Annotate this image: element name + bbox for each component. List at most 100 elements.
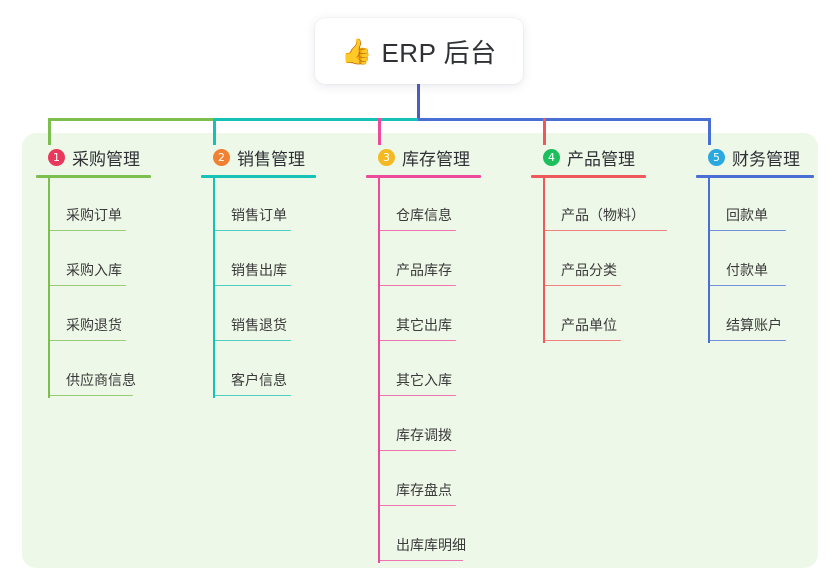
branch-item-label: 销售出库 [231,262,287,278]
connector-bar-segment-2 [213,118,418,121]
branch-item[interactable]: 采购退货 [36,288,186,343]
branch-item-label: 产品单位 [561,317,617,333]
branch-item[interactable]: 其它出库 [366,288,516,343]
branch-label: 财务管理 [732,149,800,169]
branch-item[interactable]: 销售出库 [201,233,351,288]
branch-header-rule [366,175,481,178]
branch-item-rule [213,284,291,286]
branch-item-label: 客户信息 [231,372,287,388]
branch-item-list: 仓库信息产品库存其它出库其它入库库存调拨库存盘点出库库明细 [366,178,516,563]
branch-item-label: 采购退货 [66,317,122,333]
branch-item-label: 出库库明细 [396,537,466,553]
branch-item[interactable]: 结算账户 [696,288,836,343]
thumbs-up-icon: 👍 [341,37,373,66]
branch-item-label: 供应商信息 [66,372,136,388]
branch-item-rule [48,394,133,396]
branch-item[interactable]: 回款单 [696,178,836,233]
branch-item-label: 产品分类 [561,262,617,278]
branch-item-label: 库存盘点 [396,482,452,498]
branch-item[interactable]: 采购入库 [36,233,186,288]
connector-drop-1 [48,118,51,145]
branch-spine [708,178,710,343]
branch-item[interactable]: 出库库明细 [366,508,516,563]
connector-drop-4 [543,118,546,145]
connector-bar-segment-1 [48,118,213,121]
branch-badge-3: 3 [378,148,395,166]
connector-bar-segment-3 [418,118,711,121]
branch-item-rule [213,229,291,231]
root-node[interactable]: 👍 ERP 后台 [315,18,523,84]
branch-column-5: 5 财务管理回款单付款单结算账户 [696,145,836,343]
connector-drop-2 [213,118,216,145]
branch-item[interactable]: 付款单 [696,233,836,288]
branch-item-label: 仓库信息 [396,207,452,223]
branch-item-rule [213,394,291,396]
branch-item-list: 产品（物料） 产品分类产品单位 [531,178,681,343]
branch-label: 销售管理 [237,149,305,169]
branch-spine [48,178,50,398]
branch-badge-1: 1 [48,148,65,166]
branch-header-5[interactable]: 5 财务管理 [696,145,836,169]
branch-item-label: 付款单 [726,262,768,278]
branch-header-rule [201,175,316,178]
branch-item-label: 采购订单 [66,207,122,223]
branch-item-rule [48,339,126,341]
branch-spine [213,178,215,398]
branch-badge-5: 5 [708,148,725,166]
branch-item[interactable]: 采购订单 [36,178,186,233]
branch-column-2: 2 销售管理销售订单销售出库销售退货客户信息 [201,145,351,398]
branch-item-label: 库存调拨 [396,427,452,443]
branch-item[interactable]: 其它入库 [366,343,516,398]
branch-spine [543,178,545,343]
branch-item-rule [378,504,456,506]
branch-item[interactable]: 产品（物料） [531,178,681,233]
branch-item[interactable]: 库存盘点 [366,453,516,508]
branch-item[interactable]: 产品库存 [366,233,516,288]
branch-item-rule [543,229,667,231]
branch-item[interactable]: 销售退货 [201,288,351,343]
connector-drop-3 [378,118,381,145]
branch-item-rule [543,339,621,341]
branch-header-rule [696,175,814,178]
branch-label: 库存管理 [402,149,470,169]
branch-header-2[interactable]: 2 销售管理 [201,145,351,169]
branch-item-label: 其它入库 [396,372,452,388]
root-title: ERP 后台 [381,37,497,68]
branch-item-rule [378,284,456,286]
branch-item-label: 产品（物料） [561,207,645,223]
branch-header-1[interactable]: 1 采购管理 [36,145,186,169]
branch-item-list: 采购订单采购入库采购退货供应商信息 [36,178,186,398]
branch-header-3[interactable]: 3 库存管理 [366,145,516,169]
branch-item-list: 销售订单销售出库销售退货客户信息 [201,178,351,398]
branch-item-label: 采购入库 [66,262,122,278]
branch-item[interactable]: 产品单位 [531,288,681,343]
branch-item-rule [708,229,786,231]
branch-badge-2: 2 [213,148,230,166]
branch-item-label: 其它出库 [396,317,452,333]
branch-item-rule [378,339,456,341]
branch-item[interactable]: 产品分类 [531,233,681,288]
branch-label: 产品管理 [567,149,635,169]
branch-item-label: 回款单 [726,207,768,223]
branch-item[interactable]: 销售订单 [201,178,351,233]
branch-column-1: 1 采购管理采购订单采购入库采购退货供应商信息 [36,145,186,398]
branch-header-rule [36,175,151,178]
connector-drop-5 [708,118,711,145]
root-stem [417,84,420,121]
branches-panel [22,133,818,568]
branch-item[interactable]: 仓库信息 [366,178,516,233]
branch-item-label: 销售退货 [231,317,287,333]
branch-label: 采购管理 [72,149,140,169]
branch-column-3: 3 库存管理仓库信息产品库存其它出库其它入库库存调拨库存盘点出库库明细 [366,145,516,563]
branch-item-rule [543,284,621,286]
branch-item[interactable]: 库存调拨 [366,398,516,453]
branch-item-rule [708,284,786,286]
branch-item-rule [48,284,126,286]
branch-item[interactable]: 供应商信息 [36,343,186,398]
branch-item-rule [213,339,291,341]
branch-item[interactable]: 客户信息 [201,343,351,398]
branch-item-list: 回款单付款单结算账户 [696,178,836,343]
